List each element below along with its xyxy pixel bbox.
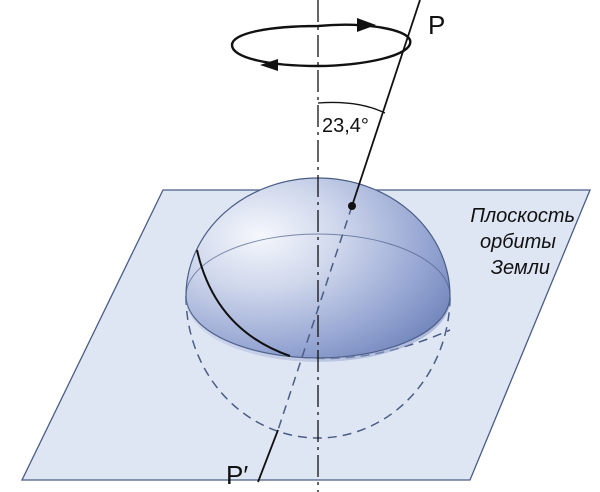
tilt-angle-label: 23,4°: [322, 115, 369, 137]
orbital-plane-label: Плоскость орбиты Земли: [470, 205, 575, 279]
earth-axis-upper: [351, 0, 421, 207]
plane-label-line-3: Земли: [491, 257, 550, 279]
rotation-arrow-icon: [230, 18, 412, 71]
equator-front-arc: [196, 249, 291, 357]
pole-point: [348, 202, 356, 210]
axis-bottom-label: P′: [226, 460, 248, 490]
earth-axis-hidden: [277, 205, 353, 431]
earth-axis-lower: [257, 429, 279, 483]
plane-label-line-2: орбиты: [480, 231, 556, 253]
axis-top-label: P: [428, 10, 445, 40]
tilt-angle-arc: [317, 101, 386, 114]
plane-label-line-1: Плоскость: [470, 205, 575, 227]
